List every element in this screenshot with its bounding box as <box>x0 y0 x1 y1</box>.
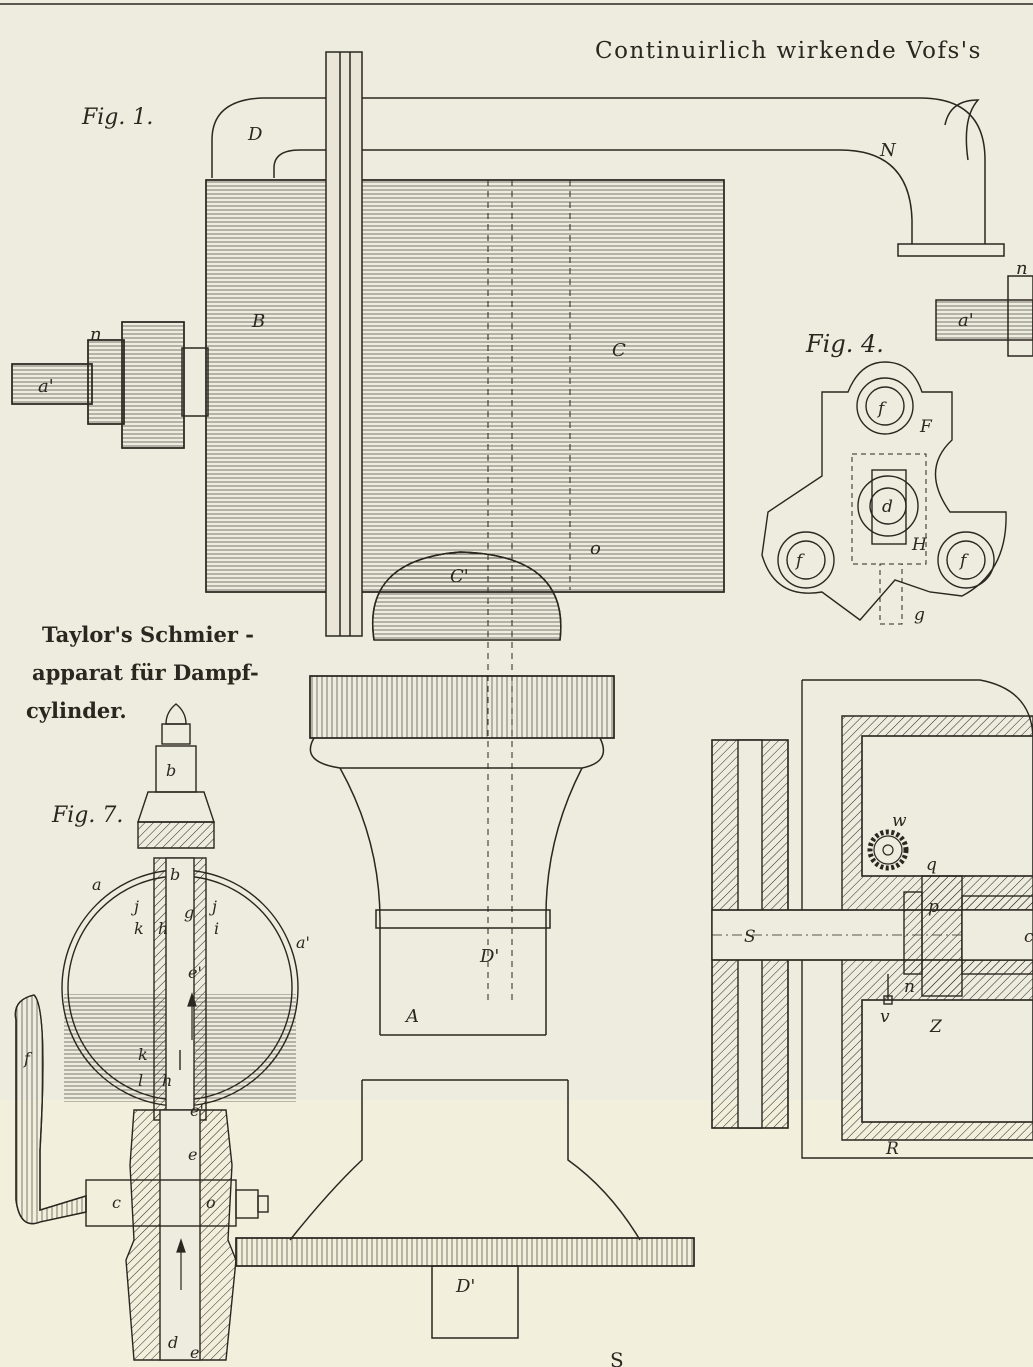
drive-section-drawing <box>711 679 1033 1159</box>
fig1-caption: Fig. 1. <box>81 105 153 130</box>
fig7-label-j-left: j <box>131 897 139 916</box>
drive-label-q: q <box>926 855 937 875</box>
fig1-label-C-prime: C' <box>450 566 469 587</box>
fig4-labels: f F d H f f g <box>794 399 969 625</box>
fig1-label-D-prime: D' <box>479 946 499 967</box>
fig7-labels: b a b j j g k h i a' e' k l h e' e c o d… <box>23 761 310 1362</box>
drive-label-v: v <box>880 1007 890 1027</box>
fig4-label-f-right: f <box>958 551 969 571</box>
drive-label-w: w <box>892 811 907 831</box>
fig4-label-H: H <box>911 535 928 555</box>
fig7-label-e-prime: e' <box>188 963 202 982</box>
fig7-title-line-3: cylinder. <box>26 698 127 723</box>
fig7-label-a: a <box>92 875 102 894</box>
fig7-label-k-lower: k <box>138 1045 148 1064</box>
fig4-label-F: F <box>919 417 933 437</box>
fig1-label-A: A <box>404 1006 419 1027</box>
fig1-label-n: n <box>90 324 102 345</box>
fig7-title-line-1: Taylor's Schmier - <box>42 622 254 647</box>
fig1-label-N: N <box>879 140 897 161</box>
fig1-drawing <box>11 51 1033 1339</box>
fig7-label-e: e <box>188 1145 197 1164</box>
fig7-label-i: i <box>214 919 219 938</box>
fig4-drawing <box>761 361 1007 625</box>
fig4-label-f-top: f <box>876 399 887 419</box>
fig7-caption: Fig. 7. <box>51 803 123 828</box>
fig1-label-C: C <box>612 340 626 361</box>
fig1-label-B: B <box>251 311 265 332</box>
fig7-label-j-right: j <box>209 897 217 916</box>
fig7-title-line-2: apparat für Dampf- <box>32 660 259 685</box>
fig7-label-c: c <box>112 1193 121 1212</box>
fig7-label-b-top: b <box>166 761 176 780</box>
drive-label-R: R <box>885 1139 899 1159</box>
fig1-label-D-prime-lower: D' <box>455 1276 475 1297</box>
drive-labels: w q p S n v Z R c <box>744 811 1033 1159</box>
fig1-label-D: D <box>247 124 263 145</box>
fig7-title: Taylor's Schmier - apparat für Dampf- cy… <box>26 622 259 723</box>
fig4-label-f-left: f <box>794 551 805 571</box>
fig7-label-f: f <box>23 1049 33 1068</box>
fig7-label-h: h <box>158 919 168 938</box>
spur-gear-icon <box>867 829 909 871</box>
fig1-label-a-prime: a' <box>38 376 54 397</box>
plate-bottom-caption: S <box>610 1348 624 1367</box>
fig7-drawing <box>14 703 299 1361</box>
fig7-label-b: b <box>170 865 180 884</box>
arrow-up-icon <box>176 992 197 1290</box>
fig4-label-g: g <box>914 605 925 625</box>
fig1-label-a-prime-right: a' <box>958 310 974 331</box>
fig7-label-l: l <box>138 1071 143 1090</box>
drive-label-Z: Z <box>929 1017 943 1037</box>
drive-label-n: n <box>904 977 915 997</box>
plate-title: Continuirlich wirkende Vofs's <box>595 38 982 64</box>
fig7-label-e-bottom: e <box>190 1343 199 1362</box>
fig7-label-h-lower: h <box>162 1071 172 1090</box>
fig1-label-o: o <box>590 538 601 559</box>
drive-label-S: S <box>744 927 756 947</box>
fig1-label-n-right: n <box>1016 258 1028 279</box>
fig7-label-k: k <box>134 919 144 938</box>
fig7-label-a-prime: a' <box>296 933 310 952</box>
fig4-label-d: d <box>882 497 893 517</box>
drive-label-c: c <box>1024 927 1033 947</box>
fig7-label-g: g <box>184 903 194 922</box>
fig1-labels: D N B C a' n o C' D' A D' a' n <box>38 124 1028 1297</box>
drive-label-p: p <box>928 897 939 917</box>
fig7-label-o: o <box>206 1193 216 1212</box>
fig7-label-e-prime-lower: e' <box>190 1101 204 1120</box>
fig4-caption: Fig. 4. <box>805 330 884 358</box>
fig7-label-d: d <box>168 1333 178 1352</box>
